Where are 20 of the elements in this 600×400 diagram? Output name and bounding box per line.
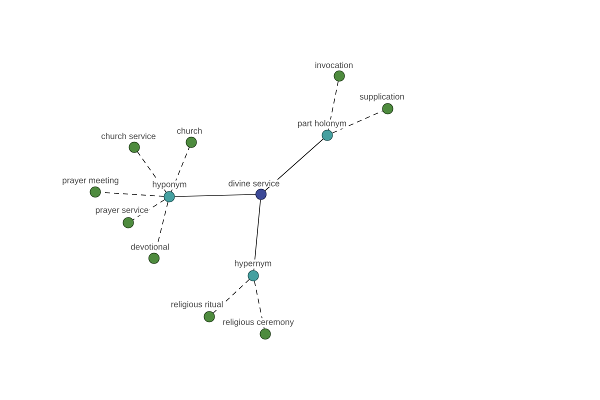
- connector-line: [332, 110, 384, 134]
- connector-line: [174, 194, 256, 197]
- connector-line: [254, 280, 265, 330]
- node-label: part holonym: [296, 119, 348, 129]
- node-label: prayer service: [94, 206, 150, 216]
- node-label: hypernym: [234, 259, 272, 269]
- node-label: supplication: [358, 92, 406, 102]
- connector-line: [253, 199, 261, 271]
- node-label: religious ceremony: [222, 318, 295, 328]
- node-label: divine service: [228, 180, 280, 188]
- node-label: religious ritual: [170, 300, 224, 310]
- node-label: church: [176, 126, 203, 134]
- connector-line: [328, 81, 339, 130]
- node-label: devotional: [130, 242, 170, 250]
- node-label: hyponym: [152, 180, 188, 190]
- node-label: prayer meeting: [62, 176, 120, 186]
- node-label: church service: [100, 132, 156, 140]
- connector-line: [171, 147, 190, 192]
- node-label: invocation: [314, 61, 354, 69]
- connector-line: [212, 279, 250, 314]
